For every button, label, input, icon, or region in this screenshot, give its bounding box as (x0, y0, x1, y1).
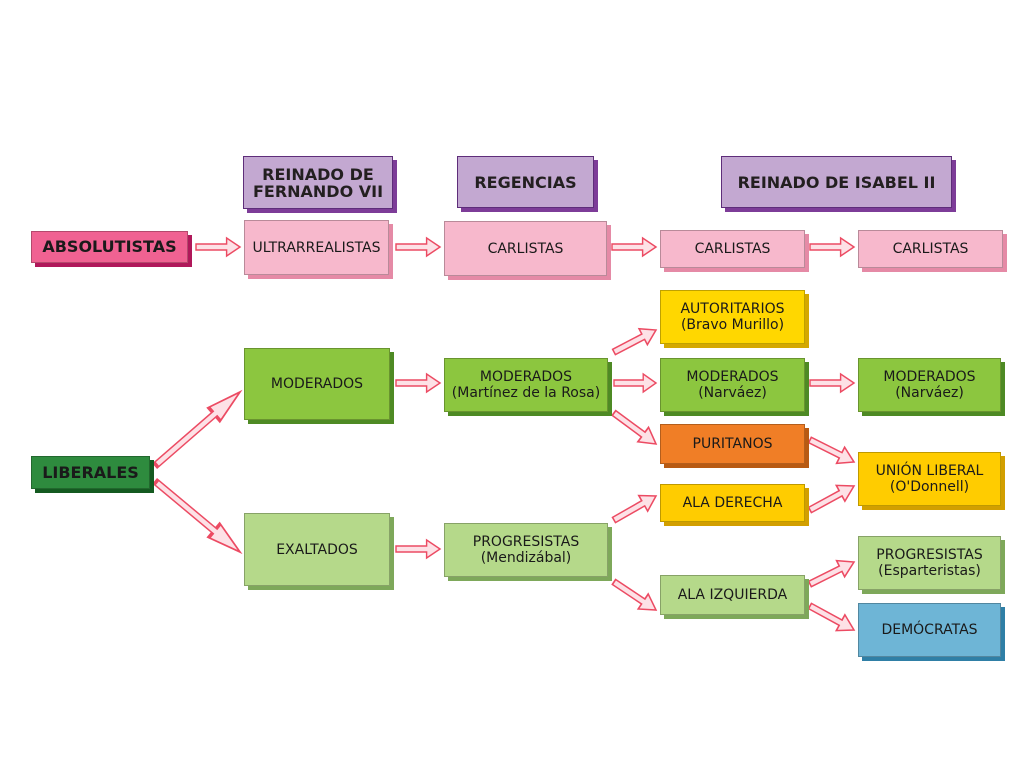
moderados-fernando-label: MODERADOS (270, 376, 364, 392)
box-progresistas-mendizabal: PROGRESISTAS (Mendizábal) (444, 523, 608, 577)
carlistas-isabel-1-label: CARLISTAS (694, 241, 771, 257)
arrow-izquierda-to-esparteristas (805, 553, 859, 593)
box-progresistas-esparteristas: PROGRESISTAS (Esparteristas) (858, 536, 1001, 590)
arrow-martinez-to-puritanos (607, 404, 663, 453)
progresistas-esparteristas-line-2: (Esparteristas) (878, 563, 981, 579)
moderados-martinez-line-2: (Martínez de la Rosa) (451, 385, 601, 401)
ala-izquierda-label: ALA IZQUIERDA (677, 587, 788, 603)
box-democratas: DEMÓCRATAS (858, 603, 1001, 657)
box-moderados-narvaez-2: MODERADOS (Narváez) (858, 358, 1001, 412)
union-liberal-line-1: UNIÓN LIBERAL (875, 463, 984, 479)
header-isabel-ii: REINADO DE ISABEL II (721, 156, 952, 208)
arrow-martinez-to-autoritarios (609, 321, 661, 361)
progresistas-mendizabal-line-2: (Mendizábal) (480, 550, 572, 566)
arrow-derecha-to-union (804, 477, 860, 519)
row-liberales-label: LIBERALES (42, 462, 139, 482)
arrow-mendizabal-to-ala-derecha (608, 487, 662, 529)
box-autoritarios: AUTORITARIOS (Bravo Murillo) (660, 290, 805, 344)
arrow-abs-to-ultra (195, 237, 241, 257)
box-moderados-martinez: MODERADOS (Martínez de la Rosa) (444, 358, 608, 412)
header-regencias-label: REGENCIAS (474, 172, 577, 192)
header-regencias: REGENCIAS (457, 156, 594, 208)
box-union-liberal: UNIÓN LIBERAL (O'Donnell) (858, 452, 1001, 506)
arrow-carlistas-to-carlistas-1 (611, 237, 657, 257)
moderados-narvaez-2-line-1: MODERADOS (883, 369, 976, 385)
arrow-martinez-to-narvaez (613, 373, 657, 393)
arrow-carlistas-1-to-carlistas-2 (809, 237, 855, 257)
arrow-moderados-to-martinez (395, 373, 441, 393)
box-carlistas-isabel-1: CARLISTAS (660, 230, 805, 268)
header-fernando-vii: REINADO DE FERNANDO VII (243, 156, 393, 209)
row-absolutistas-label: ABSOLUTISTAS (42, 237, 177, 256)
box-moderados-narvaez-1: MODERADOS (Narváez) (660, 358, 805, 412)
arrow-mendizabal-to-ala-izquierda (608, 573, 662, 619)
box-carlistas-regencias: CARLISTAS (444, 221, 607, 276)
arrow-izquierda-to-democratas (804, 597, 860, 639)
box-ala-derecha: ALA DERECHA (660, 484, 805, 522)
autoritarios-line-2: (Bravo Murillo) (680, 317, 785, 333)
arrow-ultra-to-carlistas (395, 237, 441, 257)
union-liberal-line-2: (O'Donnell) (889, 479, 970, 495)
progresistas-mendizabal-line-1: PROGRESISTAS (472, 534, 580, 550)
arrow-liberales-to-exaltados (148, 473, 248, 561)
exaltados-label: EXALTADOS (276, 541, 358, 558)
row-absolutistas: ABSOLUTISTAS (31, 231, 188, 263)
ala-derecha-label: ALA DERECHA (682, 495, 783, 511)
box-puritanos: PURITANOS (660, 424, 805, 464)
box-exaltados: EXALTADOS (244, 513, 390, 586)
arrow-puritanos-to-union (805, 431, 859, 471)
box-ultrarrealistas: ULTRARREALISTAS (244, 220, 389, 275)
progresistas-esparteristas-line-1: PROGRESISTAS (876, 547, 983, 563)
moderados-martinez-line-1: MODERADOS (479, 369, 573, 385)
box-carlistas-isabel-2: CARLISTAS (858, 230, 1003, 268)
moderados-narvaez-1-line-2: (Narváez) (698, 385, 767, 401)
autoritarios-line-1: AUTORITARIOS (680, 301, 785, 317)
democratas-label: DEMÓCRATAS (881, 622, 978, 638)
carlistas-regencias-label: CARLISTAS (487, 240, 564, 257)
box-ala-izquierda: ALA IZQUIERDA (660, 575, 805, 615)
header-isabel-label: REINADO DE ISABEL II (737, 172, 936, 192)
ultrarrealistas-label: ULTRARREALISTAS (252, 239, 381, 256)
header-fernando-line-2: FERNANDO VII (252, 181, 384, 201)
box-moderados-fernando: MODERADOS (244, 348, 390, 420)
header-fernando-line-1: REINADO DE (262, 164, 374, 184)
carlistas-isabel-2-label: CARLISTAS (892, 241, 969, 257)
row-liberales: LIBERALES (31, 456, 150, 489)
arrow-exaltados-to-mendizabal (395, 539, 441, 559)
moderados-narvaez-1-line-1: MODERADOS (686, 369, 779, 385)
arrow-liberales-to-moderados (148, 383, 248, 474)
arrow-narvaez-to-narvaez (809, 373, 855, 393)
puritanos-label: PURITANOS (692, 436, 773, 452)
moderados-narvaez-2-line-2: (Narváez) (895, 385, 964, 401)
